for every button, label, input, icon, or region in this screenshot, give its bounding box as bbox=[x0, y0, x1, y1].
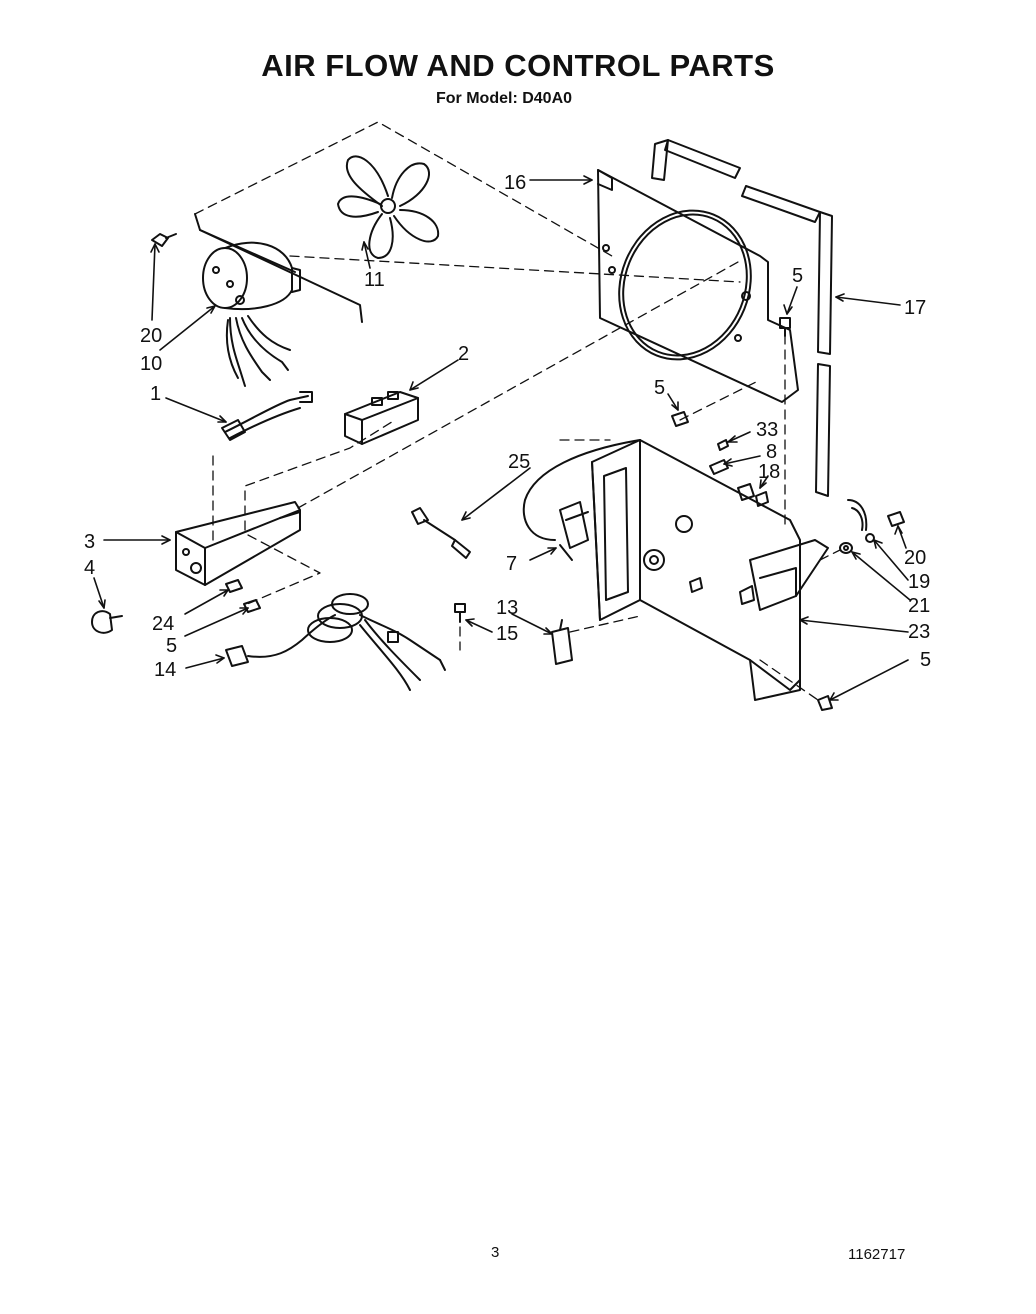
relay-switch-2 bbox=[344, 391, 419, 445]
callout-33: 33 bbox=[756, 419, 778, 441]
callout-7: 7 bbox=[506, 553, 517, 575]
callout-23: 23 bbox=[908, 621, 930, 643]
orifice-panel-16 bbox=[597, 169, 799, 403]
callout-16: 16 bbox=[504, 172, 526, 194]
callout-20: 20 bbox=[904, 547, 926, 569]
callout-20: 20 bbox=[140, 325, 162, 347]
callout-4: 4 bbox=[84, 557, 95, 579]
callout-25: 25 bbox=[508, 451, 530, 473]
callout-14: 14 bbox=[154, 659, 176, 681]
alignment-lines bbox=[194, 121, 841, 701]
callout-3: 3 bbox=[84, 531, 95, 553]
page-number: 3 bbox=[491, 1244, 500, 1261]
screw-15 bbox=[454, 603, 466, 623]
callout-19: 19 bbox=[908, 571, 930, 593]
terminal-13 bbox=[551, 619, 573, 665]
callout-5: 5 bbox=[166, 635, 177, 657]
power-cord-14 bbox=[225, 593, 446, 691]
callout-21: 21 bbox=[908, 595, 930, 617]
document-number: 1162717 bbox=[848, 1246, 906, 1263]
screws-right bbox=[671, 317, 791, 507]
parts-19-20-21 bbox=[839, 499, 905, 554]
control-base bbox=[522, 439, 801, 701]
callout-24: 24 bbox=[152, 613, 174, 635]
control-bracket-3 bbox=[175, 501, 301, 586]
screw-20-upper bbox=[151, 233, 177, 247]
gasket-17 bbox=[651, 139, 833, 497]
callout-5: 5 bbox=[920, 649, 931, 671]
callout-1: 1 bbox=[150, 383, 161, 405]
callout-5: 5 bbox=[654, 377, 665, 399]
callout-5: 5 bbox=[792, 265, 803, 287]
leader-lines bbox=[93, 175, 911, 701]
wire-harness-1 bbox=[221, 391, 313, 441]
screw-5-bottom bbox=[817, 695, 833, 711]
model-subtitle: For Model: D40A0 bbox=[436, 90, 573, 107]
callout-11: 11 bbox=[364, 269, 385, 291]
callout-10: 10 bbox=[140, 353, 162, 375]
control-knob-4 bbox=[91, 610, 123, 634]
thermistor-25 bbox=[411, 507, 471, 559]
callout-8: 8 bbox=[766, 441, 777, 463]
page-title: AIR FLOW AND CONTROL PARTS bbox=[261, 48, 775, 83]
callout-15: 15 bbox=[496, 623, 518, 645]
fan-motor bbox=[194, 213, 363, 387]
callout-17: 17 bbox=[904, 297, 926, 319]
callout-2: 2 bbox=[458, 343, 469, 365]
callout-13: 13 bbox=[496, 597, 518, 619]
fan-blade bbox=[337, 155, 440, 259]
bracket-23 bbox=[749, 539, 829, 691]
callout-18: 18 bbox=[758, 461, 780, 483]
